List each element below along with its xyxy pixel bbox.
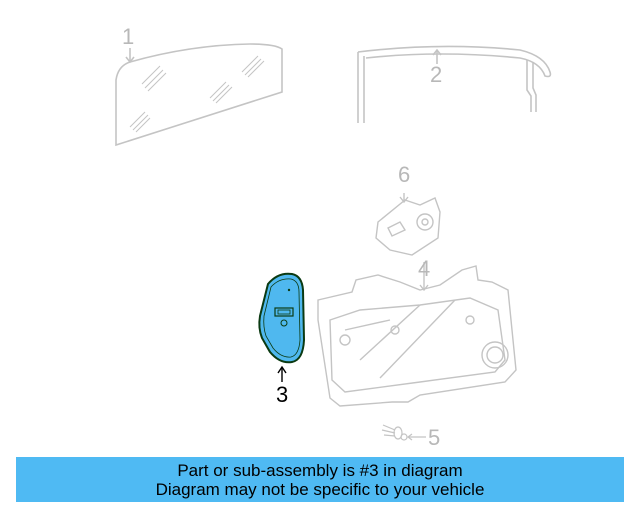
callout-5[interactable]: 5 — [428, 425, 441, 450]
callout-3[interactable]: 3 — [276, 382, 289, 407]
banner-disclaimer-line: Diagram may not be specific to your vehi… — [155, 479, 485, 499]
part-1-door-glass — [115, 43, 283, 147]
part-2-glass-run — [357, 45, 552, 123]
info-banner: Part or sub-assembly is #3 in diagram Di… — [16, 457, 624, 502]
part-6-window-motor — [375, 193, 441, 256]
part-3-access-cover[interactable] — [258, 272, 306, 382]
callout-6[interactable]: 6 — [398, 162, 411, 187]
banner-part-line: Part or sub-assembly is #3 in diagram — [177, 460, 463, 480]
callout-4[interactable]: 4 — [418, 256, 431, 281]
callout-2[interactable]: 2 — [430, 62, 443, 87]
part-5-push-pin — [381, 424, 426, 441]
part-4-regulator-module — [317, 262, 517, 407]
callout-1[interactable]: 1 — [122, 24, 135, 49]
